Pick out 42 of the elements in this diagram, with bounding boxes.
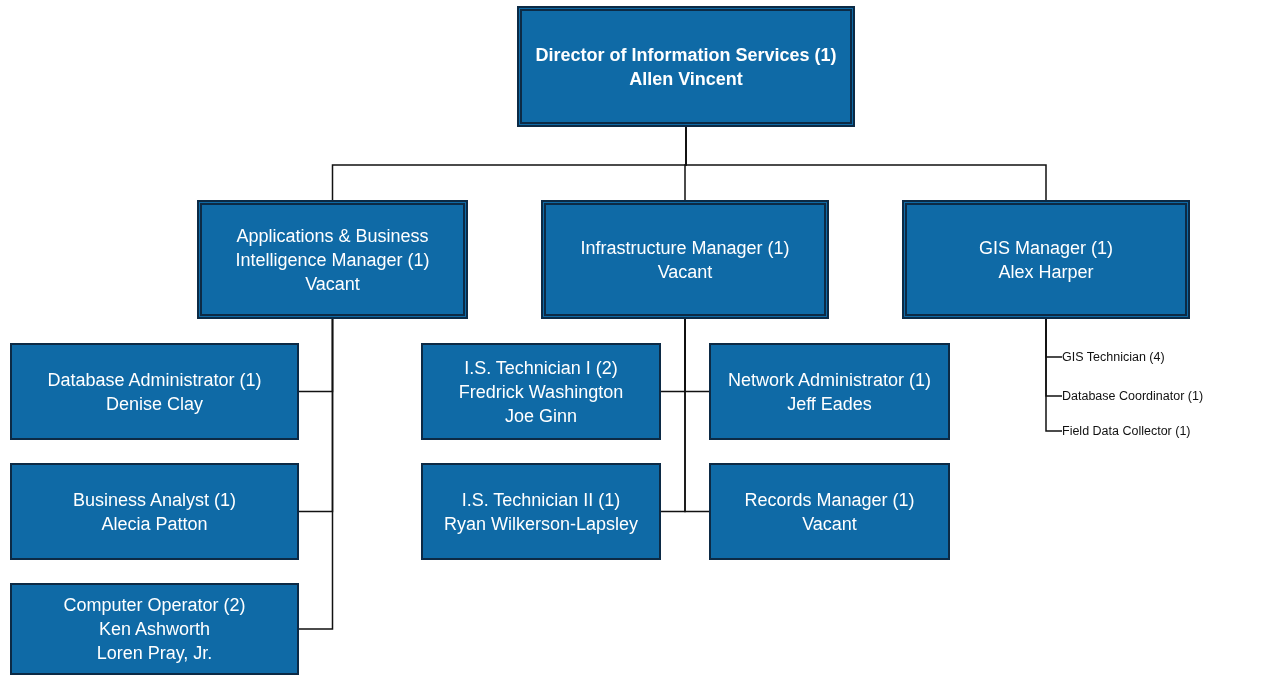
- connector-line: [684, 318, 710, 513]
- position-box: [517, 6, 855, 127]
- employee-name: Vacant: [802, 512, 857, 536]
- employee-name: Jeff Eades: [787, 392, 872, 416]
- position-label: Field Data Collector (1): [1062, 423, 1202, 439]
- position-label: Database Coordinator (1): [1062, 388, 1222, 404]
- position-box: [709, 343, 950, 440]
- position-title: Infrastructure Manager (1): [580, 236, 790, 260]
- connector-line: [685, 126, 1047, 201]
- position-box: [10, 463, 299, 560]
- position-box: [902, 200, 1190, 319]
- position-title: I.S. Technician I (2): [464, 356, 618, 380]
- position-box: [10, 583, 299, 675]
- employee-name: Joe Ginn: [504, 404, 577, 428]
- position-title: Network Administrator (1): [727, 368, 932, 392]
- position-box: [421, 463, 661, 560]
- employee-name: Ryan Wilkerson-Lapsley: [443, 512, 639, 536]
- position-box: [421, 343, 661, 440]
- position-title: Applications & Business Intelligence Manager (1): [234, 224, 431, 272]
- position-title: GIS Manager (1): [978, 236, 1114, 260]
- employee-name: Loren Pray, Jr.: [96, 642, 213, 665]
- employee-name: Vacant: [305, 272, 360, 296]
- position-title: Business Analyst (1): [72, 488, 237, 512]
- position-box: [709, 463, 950, 560]
- position-title: I.S. Technician II (1): [461, 488, 621, 512]
- employee-name: Alex Harper: [998, 260, 1094, 284]
- connector-line: [1045, 318, 1063, 432]
- position-title: Computer Operator (2): [63, 594, 246, 617]
- position-title: Database Administrator (1): [47, 368, 262, 392]
- employee-name: Vacant: [657, 260, 713, 284]
- employee-name: Ken Ashworth: [98, 618, 211, 641]
- position-label: GIS Technician (4): [1062, 349, 1182, 365]
- position-box: [197, 200, 468, 319]
- position-title: Director of Information Services (1): [535, 43, 837, 67]
- position-title: Records Manager (1): [744, 488, 915, 512]
- connector-line: [298, 318, 334, 630]
- employee-name: Fredrick Washington: [458, 380, 624, 404]
- employee-name: Denise Clay: [105, 392, 203, 416]
- position-box: [10, 343, 299, 440]
- employee-name: Alecia Patton: [101, 512, 208, 536]
- employee-name: Allen Vincent: [629, 67, 743, 91]
- position-box: [541, 200, 829, 319]
